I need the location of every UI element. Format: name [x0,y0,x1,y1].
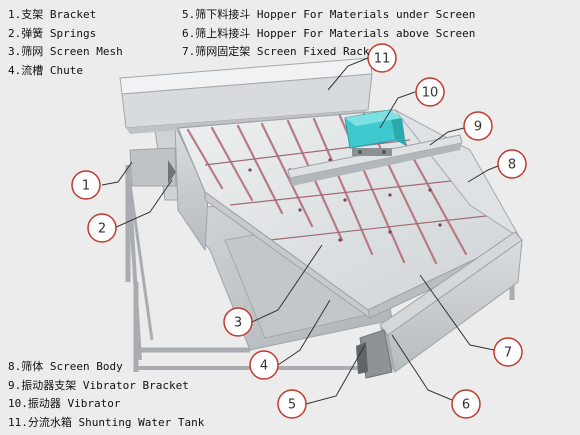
callout-3: 3 [223,307,253,337]
callout-1: 1 [71,170,101,200]
legend-top-right: 5.筛下料接斗 Hopper For Materials under Scree… [182,6,475,62]
callout-8-label: 8 [508,158,516,173]
legend-bottom-left: 8.筛体 Screen Body 9.振动器支架 Vibrator Bracke… [8,358,204,432]
callout-7-label: 7 [504,346,512,361]
legend-item-springs: 2.弹簧 Springs [8,26,97,40]
callout-2-label: 2 [98,222,106,237]
spring-seat [129,147,177,187]
callout-4-label: 4 [260,359,268,374]
callout-3-label: 3 [234,316,242,331]
springs [168,160,176,184]
callout-6: 6 [451,389,481,419]
callout-4: 4 [249,350,279,380]
bracket-frame [125,164,515,372]
hopper-under-screen [356,329,393,379]
legend-item-screen-body: 8.筛体 Screen Body [8,360,123,373]
callout-11-label: 11 [374,52,391,67]
callout-2: 2 [87,213,117,243]
callout-10-label: 10 [422,86,439,101]
callout-11: 11 [367,43,397,73]
callout-6-label: 6 [462,398,470,413]
callouts: 1 2 3 4 5 6 7 8 [71,43,527,419]
callout-9: 9 [463,111,493,141]
callout-1-label: 1 [82,179,90,194]
legend-item-hopper-above-screen: 6.筛上料接斗 Hopper For Materials above Scree… [182,26,476,40]
callout-10: 10 [415,77,445,107]
legend-item-screen-fixed-rack: 7.筛网固定架 Screen Fixed Rack [182,45,370,58]
legend-item-screen-mesh: 3.筛网 Screen Mesh [8,45,123,58]
hopper-above-screen [379,231,523,373]
legend-item-vibrator: 10.振动器 Vibrator [8,397,121,410]
callout-5: 5 [277,389,307,419]
legend-item-hopper-under-screen: 5.筛下料接斗 Hopper For Materials under Scree… [182,8,476,21]
screen-mesh-cross [204,139,496,241]
callout-5-label: 5 [288,398,296,413]
legend-top-left: 1.支架 Bracket 2.弹簧 Springs 3.筛网 Screen Me… [8,6,123,80]
callout-7: 7 [493,337,523,367]
callout-9-label: 9 [474,120,482,135]
leader-lines [101,57,499,405]
vibrator [344,109,406,156]
legend-item-vibrator-bracket: 9.振动器支架 Vibrator Bracket [8,378,189,392]
legend-item-bracket: 1.支架 Bracket [8,8,97,21]
legend-item-shunting-water-tank: 11.分流水箱 Shunting Water Tank [8,415,205,429]
legend-item-chute: 4.流槽 Chute [8,63,83,77]
vibrator-bracket [287,134,463,186]
callout-8: 8 [497,149,527,179]
